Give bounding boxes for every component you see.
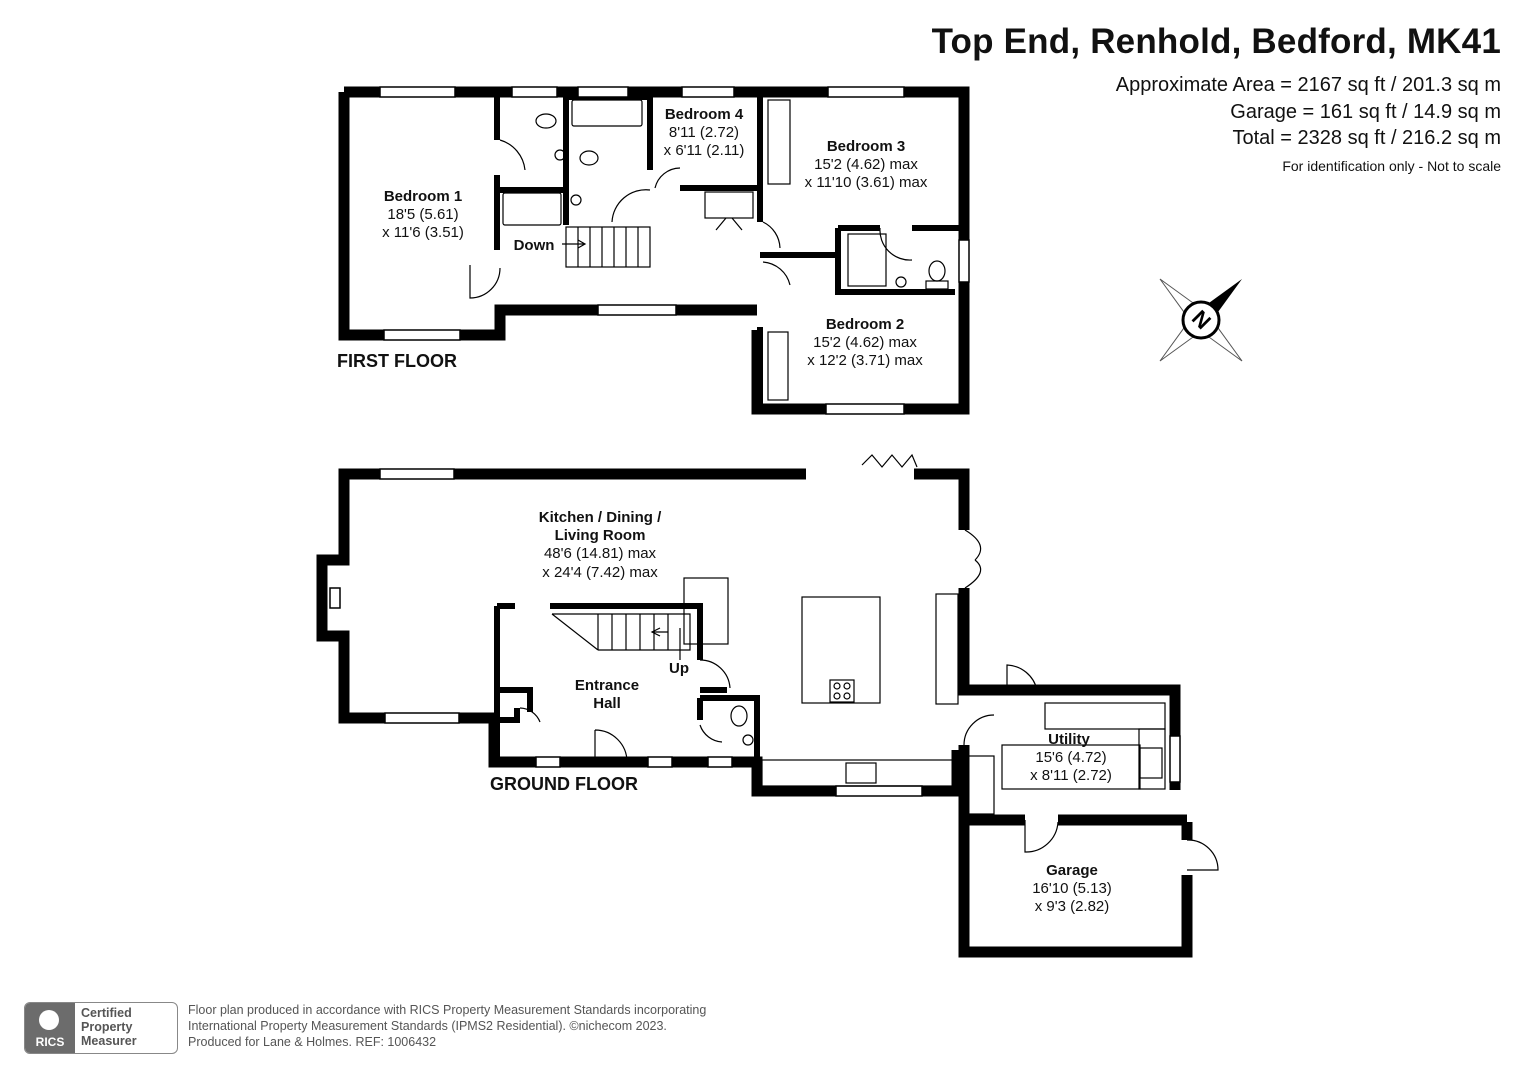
first-floor-windows xyxy=(379,86,970,415)
rics-logo-icon: RICS xyxy=(25,1003,75,1053)
first-floor-fixtures xyxy=(502,99,949,401)
bedroom-3-dim1: 15'2 (4.62) max xyxy=(814,156,918,173)
room-bedroom-4: Bedroom 4 8'11 (2.72) x 6'11 (2.11) xyxy=(664,106,745,159)
footer-line-3: Produced for Lane & Holmes. REF: 1006432 xyxy=(188,1035,437,1049)
total-area: Total = 2328 sq ft / 216.2 sq m xyxy=(1232,127,1502,149)
utility-dim1: 15'6 (4.72) xyxy=(1035,749,1106,766)
bedroom-4-dim1: 8'11 (2.72) xyxy=(669,124,739,141)
property-title: Top End, Renhold, Bedford, MK41 xyxy=(931,22,1501,61)
bedroom-1-dim2: x 11'6 (3.51) xyxy=(382,224,464,241)
room-bedroom-2: Bedroom 2 15'2 (4.62) max x 12'2 (3.71) … xyxy=(807,316,923,369)
hall-name-line1: Entrance xyxy=(575,677,639,694)
stairs-down-label: Down xyxy=(514,237,555,254)
footer-disclaimer: Floor plan produced in accordance with R… xyxy=(188,1002,706,1050)
ground-floor-interior-walls xyxy=(494,603,1178,790)
kitchen-dim1: 48'6 (14.81) max xyxy=(544,545,657,562)
scale-note: For identification only - Not to scale xyxy=(1282,158,1501,174)
bedroom-3-dim2: x 11'10 (3.61) max xyxy=(805,174,928,191)
footer-line-2: International Property Measurement Stand… xyxy=(188,1019,667,1033)
stairs-down xyxy=(562,226,651,268)
ground-floor-windows xyxy=(329,468,1181,797)
first-floor-label: FIRST FLOOR xyxy=(337,351,457,371)
bedroom-1-dim1: 18'5 (5.61) xyxy=(387,206,458,223)
compass-icon: N xyxy=(1159,278,1243,362)
stairs-up xyxy=(551,613,691,660)
first-floor-doors xyxy=(469,139,913,299)
bedroom-4-dim2: x 6'11 (2.11) xyxy=(664,142,745,159)
kitchen-name-line1: Kitchen / Dining / xyxy=(539,509,662,526)
bedroom-1-name: Bedroom 1 xyxy=(384,188,462,205)
bedroom-4-name: Bedroom 4 xyxy=(665,106,744,123)
room-garage: Garage 16'10 (5.13) x 9'3 (2.82) xyxy=(1032,862,1112,915)
garage-name: Garage xyxy=(1046,862,1098,879)
bedroom-2-dim1: 15'2 (4.62) max xyxy=(813,334,917,351)
footer-line-1: Floor plan produced in accordance with R… xyxy=(188,1003,707,1017)
hall-name-line2: Hall xyxy=(593,695,621,712)
first-floor-interior-walls xyxy=(494,94,960,409)
ground-floor-fixtures xyxy=(683,577,1166,815)
garage-dim2: x 9'3 (2.82) xyxy=(1035,898,1110,915)
utility-dim2: x 8'11 (2.72) xyxy=(1030,767,1112,784)
kitchen-dim2: x 24'4 (7.42) max xyxy=(542,564,658,581)
ground-floor-label: GROUND FLOOR xyxy=(490,774,638,794)
utility-name: Utility xyxy=(1048,731,1090,748)
bedroom-2-name: Bedroom 2 xyxy=(826,316,904,333)
garage-dim1: 16'10 (5.13) xyxy=(1032,880,1112,897)
room-bedroom-1: Bedroom 1 18'5 (5.61) x 11'6 (3.51) xyxy=(382,188,464,241)
kitchen-name-line2: Living Room xyxy=(555,527,646,544)
approximate-area: Approximate Area = 2167 sq ft / 201.3 sq… xyxy=(1115,74,1501,96)
rics-certified-badge: RICS Certified Property Measurer xyxy=(24,1002,178,1054)
ground-floor-doors xyxy=(519,453,1219,871)
bedroom-3-name: Bedroom 3 xyxy=(827,138,905,155)
bedroom-2-dim2: x 12'2 (3.71) max xyxy=(807,352,923,369)
room-entrance-hall: Entrance Hall xyxy=(575,677,639,712)
garage-area: Garage = 161 sq ft / 14.9 sq m xyxy=(1230,101,1501,123)
badge-text: Certified Property Measurer xyxy=(81,1006,137,1048)
room-utility: Utility 15'6 (4.72) x 8'11 (2.72) xyxy=(1030,731,1112,784)
room-kitchen-dining-living: Kitchen / Dining / Living Room 48'6 (14.… xyxy=(539,509,662,581)
room-bedroom-3: Bedroom 3 15'2 (4.62) max x 11'10 (3.61)… xyxy=(805,138,928,191)
stairs-up-label: Up xyxy=(669,660,689,677)
